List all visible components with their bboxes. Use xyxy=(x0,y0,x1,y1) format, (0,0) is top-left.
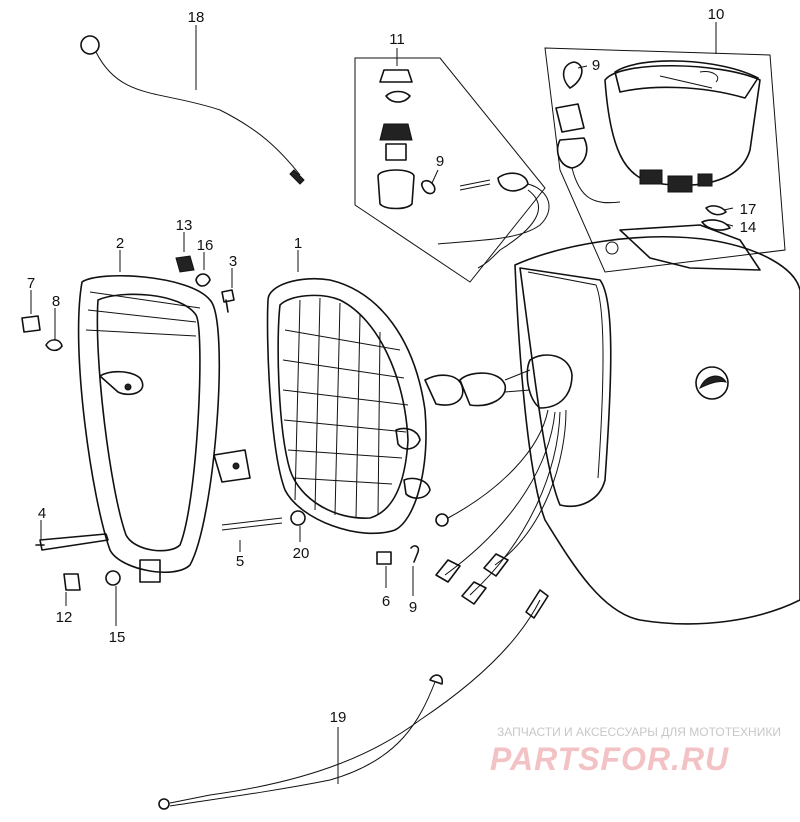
callout-3: 3 xyxy=(229,253,237,270)
callout-20: 20 xyxy=(293,545,310,562)
callout-5: 5 xyxy=(236,553,244,570)
callout-numbers: 18 11 10 9 9 17 14 2 1 13 16 3 7 8 4 5 2… xyxy=(27,6,757,726)
callout-15: 15 xyxy=(109,629,126,646)
callout-9-bulb: 9 xyxy=(409,599,417,616)
socket-group xyxy=(354,57,550,283)
callout-4: 4 xyxy=(38,505,46,522)
callout-6: 6 xyxy=(382,593,390,610)
watermark: ЗАПЧАСТИ И АКСЕССУАРЫ ДЛЯ МОТОТЕХНИКИ PA… xyxy=(490,725,781,777)
callout-19: 19 xyxy=(330,709,347,726)
small-hardware xyxy=(21,255,420,591)
callout-10: 10 xyxy=(708,6,725,23)
callout-18: 18 xyxy=(188,9,205,26)
headlight-rim-2 xyxy=(77,274,251,583)
callout-2: 2 xyxy=(116,235,124,252)
callout-9-speedometer: 9 xyxy=(592,57,600,74)
sealed-beam-unit-1 xyxy=(266,277,464,535)
callout-1: 1 xyxy=(294,235,302,252)
callout-17: 17 xyxy=(740,201,757,218)
headlight-housing-body xyxy=(514,224,800,625)
callout-7: 7 xyxy=(27,275,35,292)
callout-16: 16 xyxy=(197,237,214,254)
callout-12: 12 xyxy=(56,609,73,626)
callout-14: 14 xyxy=(740,219,757,236)
callout-13: 13 xyxy=(176,217,193,234)
callout-11: 11 xyxy=(389,31,405,48)
watermark-tagline: ЗАПЧАСТИ И АКСЕССУАРЫ ДЛЯ МОТОТЕХНИКИ xyxy=(497,725,781,739)
wire-19 xyxy=(158,589,549,810)
harness-socket xyxy=(435,354,573,605)
callout-8: 8 xyxy=(52,293,60,310)
speedometer-group xyxy=(544,47,786,273)
ground-wire-18 xyxy=(80,35,305,185)
callout-9-socket: 9 xyxy=(436,153,444,170)
watermark-brand: PARTSFOR.RU xyxy=(490,741,729,777)
leader-lines xyxy=(30,22,734,784)
